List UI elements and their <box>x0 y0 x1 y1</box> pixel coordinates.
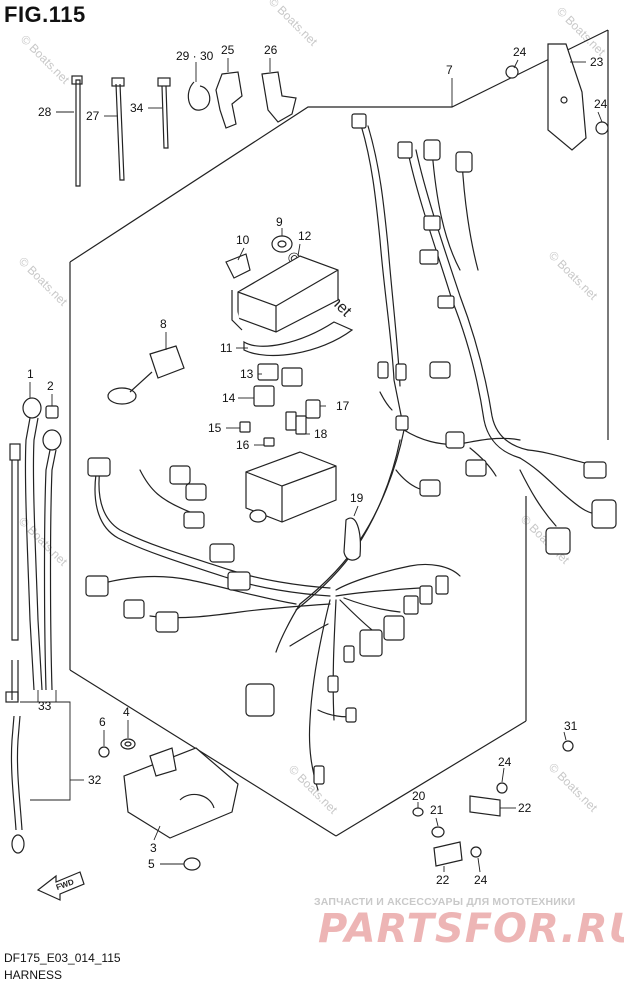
callout-32: 32 <box>88 773 102 787</box>
callout-24: 24 <box>513 45 527 59</box>
wiring-harness <box>94 121 605 791</box>
leader-lines <box>20 58 603 873</box>
callout-11: 11 <box>220 341 233 355</box>
tie-and-clip-parts <box>71 71 297 187</box>
callout-22: 22 <box>436 873 450 887</box>
callout-4: 4 <box>123 705 130 719</box>
watermark: © Boats.net <box>16 254 71 309</box>
callout-12: 12 <box>298 229 312 243</box>
callout-21: 21 <box>430 803 444 817</box>
watermark: © Boats.net <box>266 0 321 49</box>
callout-7: 7 <box>446 63 453 77</box>
harness-connectors <box>85 113 617 785</box>
callout-24: 24 <box>498 755 512 769</box>
assembly-outline <box>69 29 609 837</box>
callout-14: 14 <box>222 391 236 405</box>
callout-26: 26 <box>264 43 278 57</box>
callout-9: 9 <box>276 215 283 229</box>
figure-code: DF175_E03_014_115 <box>4 951 121 965</box>
fwd-arrow-icon: FWD <box>36 871 85 901</box>
callout-labels: 7 24 23 24 28 27 34 29 · 30 25 26 9 10 1… <box>27 43 608 887</box>
callout-31: 31 <box>564 719 578 733</box>
callout-24: 24 <box>594 97 608 111</box>
figure-name: HARNESS <box>4 968 63 982</box>
callout-15: 15 <box>208 421 222 435</box>
callout-27: 27 <box>86 109 100 123</box>
bottom-bracket-parts <box>98 738 574 871</box>
promo-tagline: ЗАПЧАСТИ И АКСЕССУАРЫ ДЛЯ МОТОТЕХНИКИ <box>314 896 576 908</box>
callout-6: 6 <box>99 715 106 729</box>
callout-18: 18 <box>314 427 328 441</box>
callout-25: 25 <box>221 43 235 57</box>
figure-title: FIG.115 <box>4 2 86 27</box>
callout-23: 23 <box>590 55 604 69</box>
callout-1: 1 <box>27 367 34 381</box>
fuse-box-group <box>107 235 361 561</box>
callout-5: 5 <box>148 857 155 871</box>
callout-20: 20 <box>412 789 426 803</box>
callout-17: 17 <box>336 399 350 413</box>
callout-33: 33 <box>38 699 52 713</box>
callout-13: 13 <box>240 367 254 381</box>
callout-19: 19 <box>350 491 364 505</box>
callout-24: 24 <box>474 873 488 887</box>
callout-3: 3 <box>150 841 157 855</box>
callout-16: 16 <box>236 438 250 452</box>
watermark: © Boats.net <box>18 32 73 87</box>
callout-22: 22 <box>518 801 532 815</box>
battery-cables <box>5 397 62 854</box>
watermark: © Boats.net <box>16 514 71 569</box>
callout-2: 2 <box>47 379 54 393</box>
promo-logo: PARTSFOR.RU <box>318 906 624 952</box>
callout-10: 10 <box>236 233 250 247</box>
bracket-23 <box>505 43 609 151</box>
callout-8: 8 <box>160 317 167 331</box>
watermark: © Boats.net <box>546 248 601 303</box>
watermark: © Boats.net <box>546 760 601 815</box>
callout-28: 28 <box>38 105 52 119</box>
callout-34: 34 <box>130 101 144 115</box>
callout-29-30: 29 · 30 <box>176 49 214 63</box>
